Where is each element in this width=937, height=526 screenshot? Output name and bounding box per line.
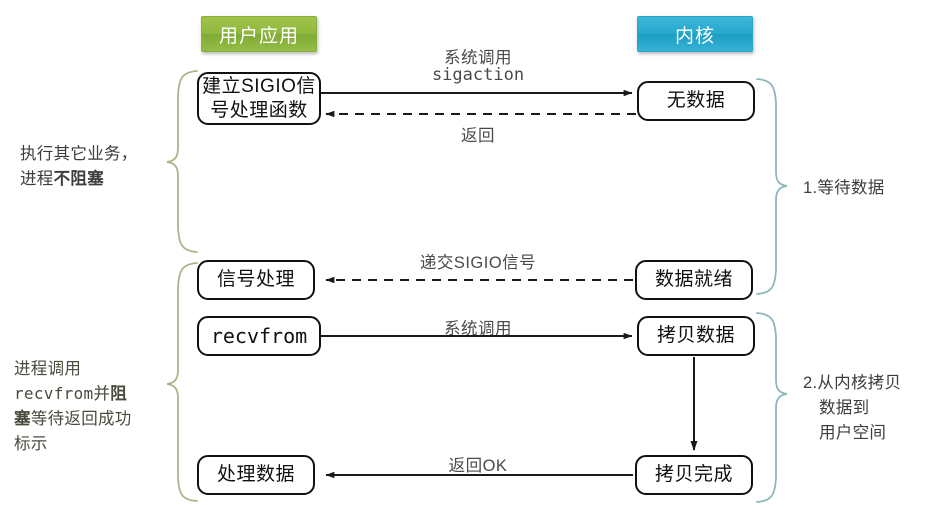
brace-right-bottom [756,312,788,503]
node-process-data-label: 处理数据 [216,464,295,486]
brace-left-top [166,70,198,253]
node-copy-done[interactable]: 拷贝完成 [635,455,753,495]
annotation-left-top: 执行其它业务， 进程不阻塞 [20,142,160,192]
annotation-left-bottom-line2-mono: recvfrom [14,384,94,404]
node-sigio-handler[interactable]: 建立SIGIO信 号处理函数 [197,72,321,125]
node-recvfrom-label: recvfrom [210,323,308,348]
annotation-right-bottom-line2: 数据到 [819,399,870,418]
node-no-data[interactable]: 无数据 [637,81,755,121]
annotation-left-top-line2-bold: 不阻塞 [53,170,105,189]
annotation-left-bottom-line4: 标示 [14,435,48,454]
annotation-left-top-line2: 进程不阻塞 [20,167,160,192]
annotation-left-top-line2-plain: 进程 [20,170,54,189]
edge-label-return-ok: 返回OK [448,457,508,475]
node-copy-data-label: 拷贝数据 [656,325,735,347]
node-sigio-handler-line1: 建立SIGIO信 [202,76,316,98]
annotation-left-bottom-line2-plain: 并 [93,385,111,404]
badge-kernel-label: 内核 [674,25,715,47]
edge-label-syscall-sigaction-line1: 系统调用 [444,49,512,67]
node-copy-data[interactable]: 拷贝数据 [637,316,755,356]
annotation-left-bottom-line2: recvfrom并阻 [14,382,169,407]
annotation-left-bottom: 进程调用 recvfrom并阻 塞等待返回成功 标示 [14,357,169,457]
edge-label-return: 返回 [461,127,495,145]
brace-right-top [756,78,788,295]
edge-label-deliver-sigio: 递交SIGIO信号 [419,254,537,272]
annotation-left-bottom-line1: 进程调用 [14,360,82,378]
annotation-left-bottom-line3-bold: 塞 [14,410,31,429]
brace-left-bottom [166,262,198,502]
node-process-data[interactable]: 处理数据 [197,455,315,495]
badge-user-application-label: 用户应用 [218,25,299,47]
badge-kernel: 内核 [637,16,753,52]
annotation-left-bottom-line3: 塞等待返回成功 [14,407,169,432]
node-signal-process-label: 信号处理 [216,269,295,291]
annotation-right-bottom-line3: 用户空间 [819,424,887,443]
annotation-right-bottom: 2.从内核拷贝 数据到 用户空间 [803,371,937,446]
node-copy-done-label: 拷贝完成 [654,464,733,486]
node-recvfrom[interactable]: recvfrom [197,316,321,356]
annotation-left-bottom-line2-bold: 阻 [110,385,128,404]
badge-user-application: 用户应用 [201,16,317,52]
node-sigio-handler-line2: 号处理函数 [210,99,308,121]
node-data-ready[interactable]: 数据就绪 [635,260,753,300]
node-no-data-label: 无数据 [666,90,726,112]
node-signal-process[interactable]: 信号处理 [197,260,315,300]
annotation-right-top: 1.等待数据 [803,176,933,201]
edge-label-syscall-sigaction-line2: sigaction [431,65,525,85]
annotation-right-top-label: 1.等待数据 [803,179,885,197]
annotation-left-bottom-line3-plain: 等待返回成功 [30,410,132,429]
annotation-left-top-line1: 执行其它业务， [20,145,138,163]
node-data-ready-label: 数据就绪 [654,269,733,291]
edge-label-syscall: 系统调用 [444,320,512,338]
annotation-right-bottom-line1: 2.从内核拷贝 [803,374,902,392]
